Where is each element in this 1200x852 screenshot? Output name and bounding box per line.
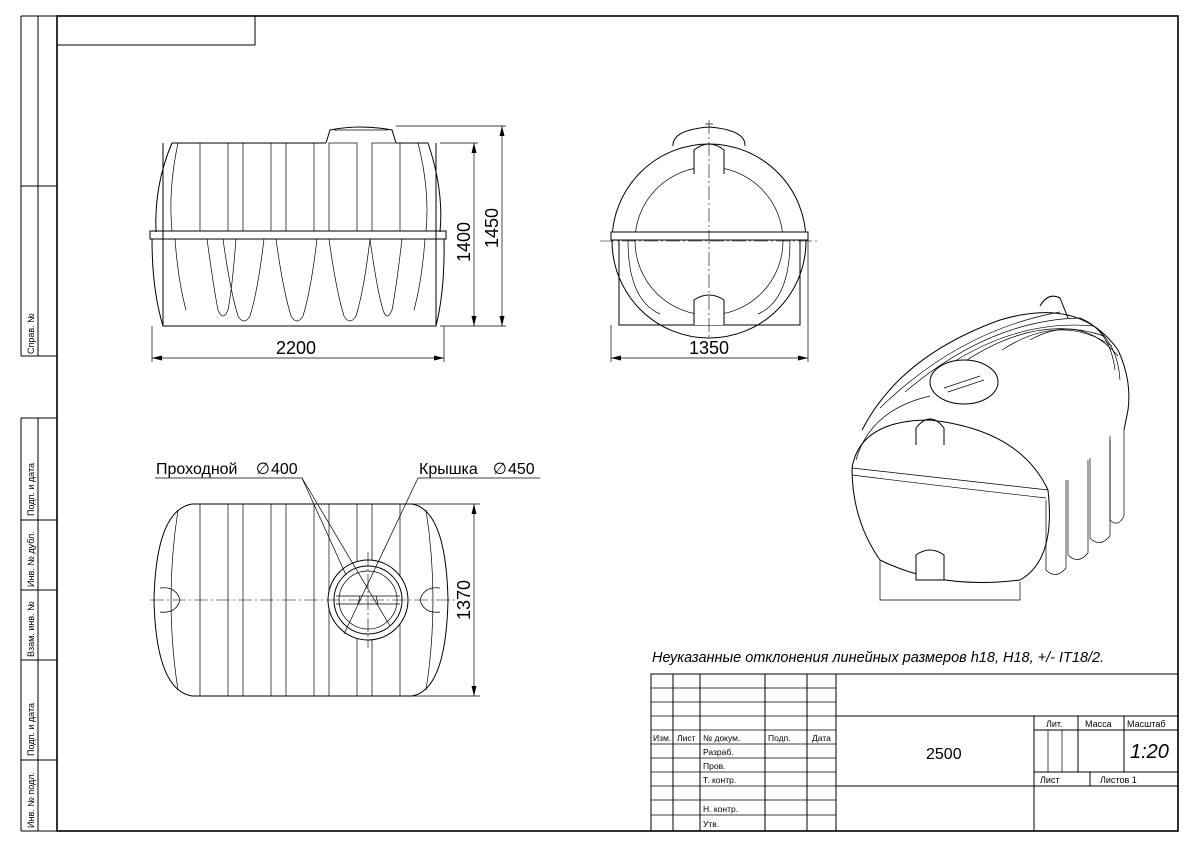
tb-list: Лист — [677, 733, 696, 743]
tb-massa: Масса — [1085, 719, 1112, 729]
sheet-frame — [56, 15, 1179, 832]
tb-masshtab: Масштаб — [1127, 719, 1166, 729]
tb-listov: Листов 1 — [1100, 775, 1137, 785]
vzam-inv-label: Взам. инв. № — [26, 601, 36, 657]
podp-data-label-1: Подп. и дата — [26, 463, 36, 516]
manhole-label: Проходной — [156, 461, 238, 478]
dim-1370: 1370 — [454, 580, 474, 620]
tb-utv: Утв. — [703, 819, 719, 829]
lid-label: Крышка — [419, 461, 478, 478]
dim-1450: 1450 — [482, 208, 502, 248]
tb-prov: Пров. — [703, 761, 725, 771]
tb-t-kontr: Т. контр. — [703, 775, 736, 785]
dim-2200: 2200 — [276, 338, 316, 358]
lid-diameter: 450 — [508, 461, 535, 478]
tb-podp: Подп. — [768, 733, 791, 743]
sprav-label: Справ. № — [26, 313, 36, 354]
dim-1350: 1350 — [689, 338, 729, 358]
isometric-view — [851, 295, 1130, 601]
podp-data-label-2: Подп. и дата — [26, 703, 36, 756]
tb-n-kontr: Н. контр. — [703, 804, 738, 814]
title-block: Изм. Лист № докум. Подп. Дата Разраб. Пр… — [650, 673, 1179, 832]
tb-izm: Изм. — [653, 733, 671, 743]
tb-list-label: Лист — [1040, 775, 1060, 785]
side-view: 1350 — [600, 120, 820, 362]
tb-lit: Лит. — [1046, 719, 1063, 729]
front-view: 2200 1400 1450 — [149, 125, 506, 362]
tb-razrab: Разраб. — [703, 747, 734, 757]
top-left-stamp — [56, 15, 256, 46]
tb-scale: 1:20 — [1130, 741, 1169, 763]
diameter-icon-2: ∅ — [493, 461, 507, 478]
top-view: Проходной ∅ 400 Крышка ∅ 450 1370 — [150, 461, 540, 697]
side-stamp: Справ. № Подп. и дата Инв. № дубл. Взам.… — [20, 15, 57, 832]
tb-designation: 2500 — [926, 746, 962, 763]
dim-1400: 1400 — [454, 222, 474, 262]
diameter-icon: ∅ — [256, 461, 270, 478]
tolerance-note: Неуказанные отклонения линейных размеров… — [652, 650, 1104, 666]
inv-podl-label: Инв. № подл. — [26, 772, 36, 828]
manhole-diameter: 400 — [271, 461, 298, 478]
tb-data: Дата — [812, 733, 831, 743]
inv-dubl-label: Инв. № дубл. — [26, 531, 36, 587]
tb-n-dokum: № докум. — [703, 733, 740, 743]
